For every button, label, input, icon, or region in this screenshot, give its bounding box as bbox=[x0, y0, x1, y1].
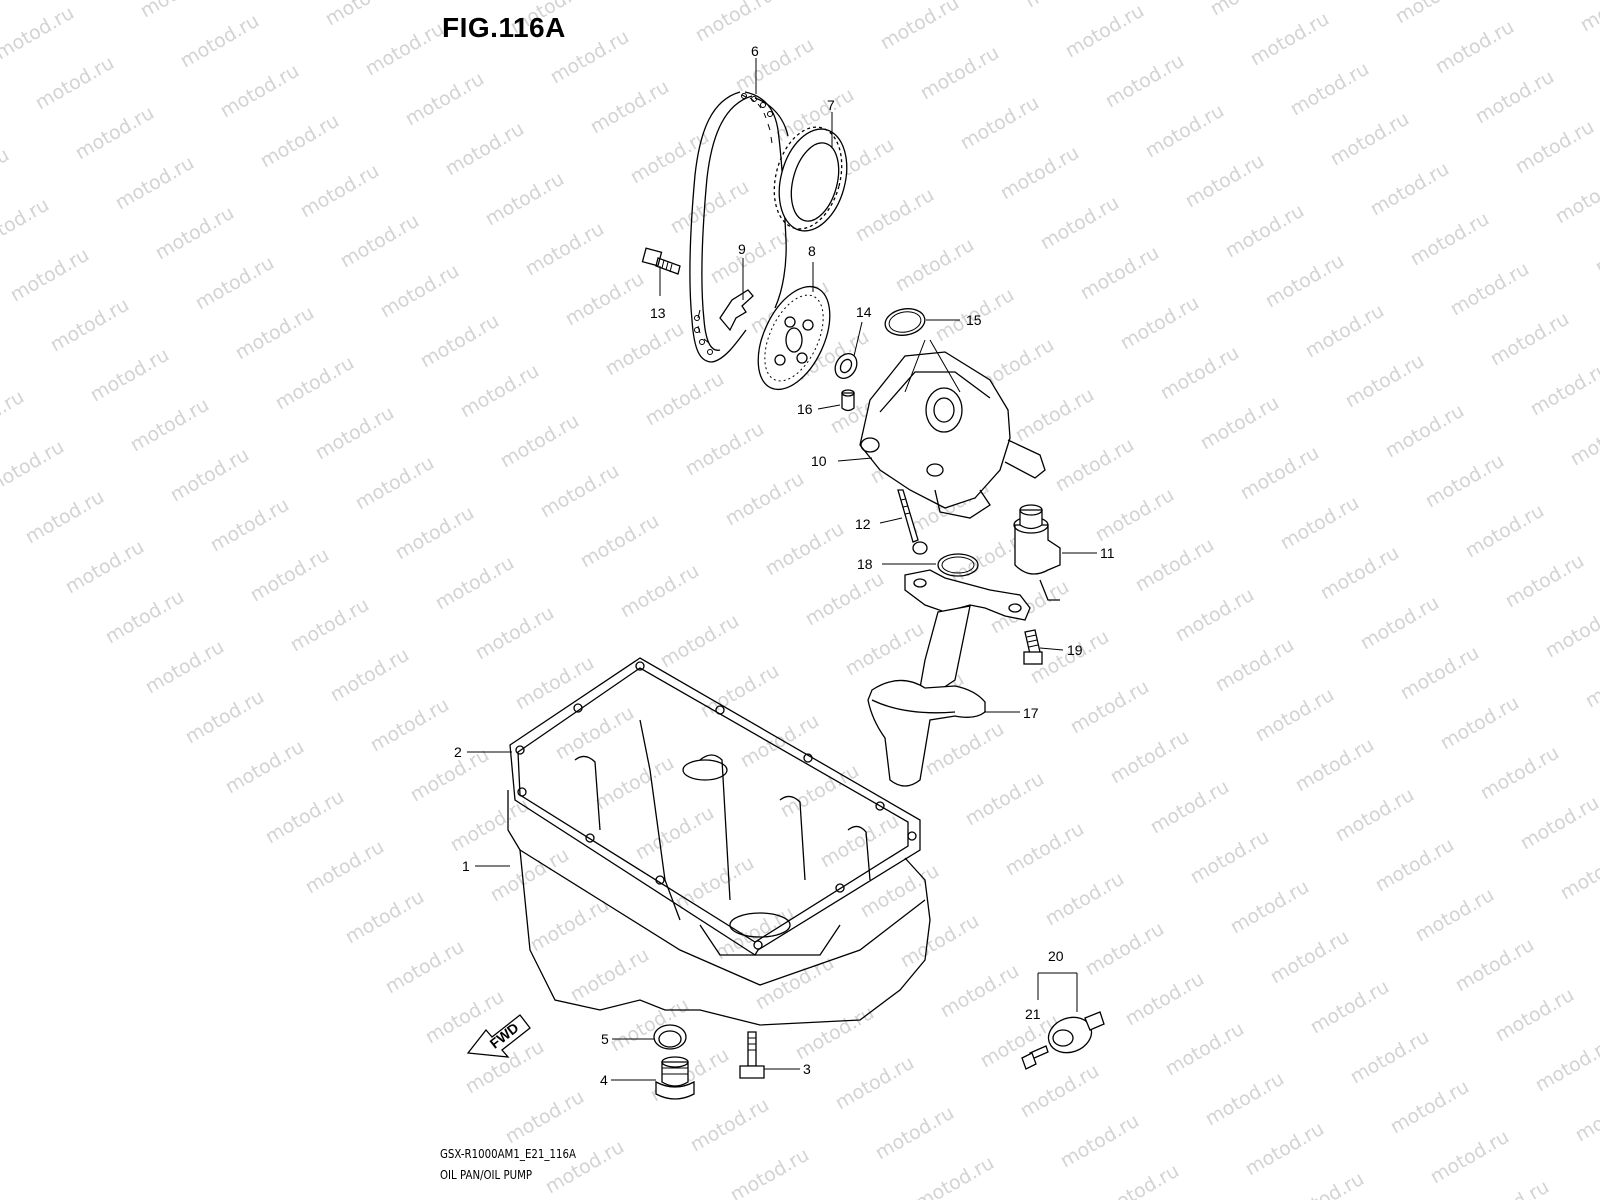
washer-14 bbox=[834, 353, 858, 379]
callout-3: 3 bbox=[803, 1061, 811, 1077]
callout-8: 8 bbox=[808, 243, 816, 259]
dowel-pin-16 bbox=[841, 389, 855, 412]
o-ring-18 bbox=[937, 553, 979, 577]
oil-pan-gasket-2 bbox=[509, 657, 921, 956]
sprocket-8 bbox=[757, 285, 831, 391]
callout-13: 13 bbox=[650, 305, 666, 321]
oil-pan-1 bbox=[507, 719, 931, 1026]
bolt-19 bbox=[1023, 629, 1043, 665]
relief-valve-11 bbox=[1013, 504, 1061, 601]
chain-guide-9 bbox=[719, 289, 754, 332]
o-ring-15 bbox=[884, 308, 926, 336]
callout-20: 20 bbox=[1048, 948, 1064, 964]
callout-21: 21 bbox=[1025, 1006, 1041, 1022]
callout-labels: 1 2 3 4 5 6 7 8 9 10 11 12 13 14 15 16 1… bbox=[454, 43, 1115, 1088]
bolt-13 bbox=[641, 247, 681, 275]
bolt-12 bbox=[897, 489, 928, 555]
callout-4: 4 bbox=[600, 1072, 608, 1088]
o-ring-5 bbox=[653, 1024, 687, 1050]
sprocket-7 bbox=[773, 126, 848, 232]
callout-6: 6 bbox=[751, 43, 759, 59]
callout-16: 16 bbox=[797, 401, 813, 417]
fwd-arrow: FWD bbox=[466, 1014, 531, 1058]
leader-lines bbox=[467, 58, 1097, 1081]
callout-1: 1 bbox=[462, 858, 470, 874]
callout-10: 10 bbox=[811, 453, 827, 469]
callout-19: 19 bbox=[1067, 642, 1083, 658]
callout-7: 7 bbox=[827, 97, 835, 113]
oil-pump-10 bbox=[859, 339, 1046, 519]
callout-17: 17 bbox=[1023, 705, 1039, 721]
figure-title: FIG.116A bbox=[442, 12, 566, 43]
figure-name: OIL PAN/OIL PUMP bbox=[440, 1168, 533, 1182]
callout-12: 12 bbox=[855, 516, 871, 532]
callout-5: 5 bbox=[601, 1031, 609, 1047]
bolt-3 bbox=[739, 1031, 765, 1079]
callout-14: 14 bbox=[856, 304, 872, 320]
callout-11: 11 bbox=[1100, 545, 1115, 561]
drain-plug-4 bbox=[655, 1056, 695, 1100]
callout-18: 18 bbox=[857, 556, 873, 572]
oil-strainer-17 bbox=[867, 569, 1031, 787]
screw-21 bbox=[1021, 1045, 1049, 1070]
callout-9: 9 bbox=[738, 241, 746, 257]
callout-2: 2 bbox=[454, 744, 462, 760]
callout-15: 15 bbox=[966, 312, 982, 328]
model-code: GSX-R1000AM1_E21_116A bbox=[440, 1147, 576, 1161]
oil-pressure-switch-20 bbox=[1047, 1011, 1105, 1054]
